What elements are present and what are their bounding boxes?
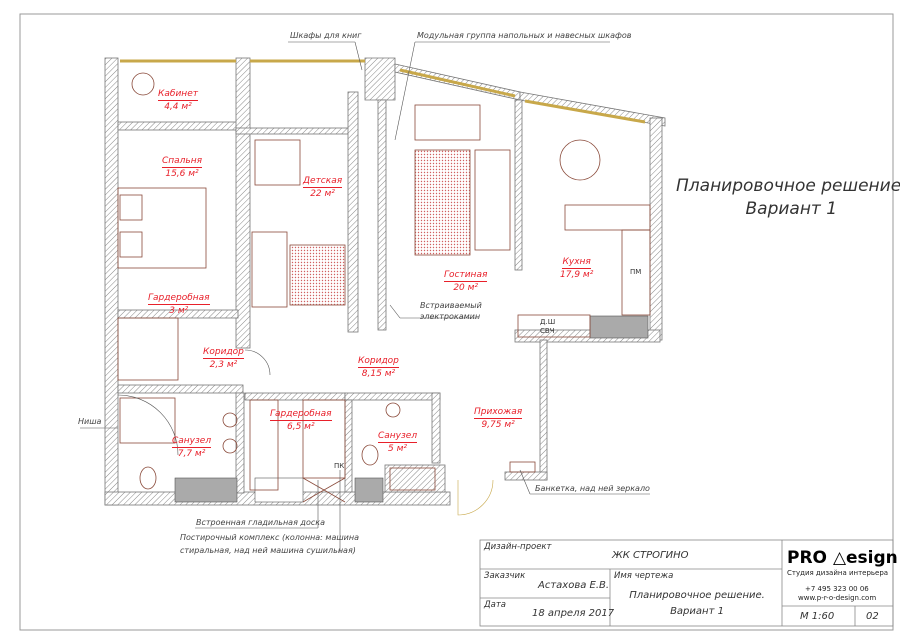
client-value: Астахова Е.В. [538, 580, 610, 591]
client-label: Заказчик [484, 571, 526, 581]
delta-icon: △ [832, 548, 847, 568]
project-label: Дизайн-проект [484, 542, 552, 552]
windows [120, 59, 646, 124]
studio-phone: +7 495 323 00 06 [805, 585, 869, 593]
project-value: ЖК СТРОГИНО [612, 550, 689, 561]
drawing-name-value: Планировочное решение.Вариант 1 [629, 590, 765, 617]
studio-tagline: Студия дизайна интерьера [787, 569, 889, 577]
note-bench: Банкетка, над ней зеркало [535, 484, 650, 493]
studio-logo: PRO △esign [787, 548, 898, 568]
note-ironing-board: Встроенная гладильная доска [196, 518, 325, 527]
date-label: Дата [484, 600, 507, 610]
studio-website: www.p-r-o-design.com [798, 594, 877, 602]
leader-lines [80, 41, 650, 553]
sheet-number: 02 [866, 611, 879, 622]
note-niche: Ниша [78, 417, 102, 426]
date-value: 18 апреля 2017 [532, 608, 615, 619]
sheet-frame [19, 13, 894, 631]
doors [117, 349, 494, 516]
label-pm: ПМ [630, 268, 642, 276]
note-modular-cabinets: Модульная группа напольных и навесных шк… [417, 31, 632, 40]
note-bookshelves: Шкафы для книг [290, 31, 362, 40]
title-block-grid [479, 539, 894, 627]
label-pk: ПК [334, 462, 345, 470]
scale: М 1:60 [800, 611, 835, 622]
furniture [117, 72, 651, 503]
drawing-title: Планировочное решение.Вариант 1 [676, 176, 900, 219]
shafts [174, 315, 649, 503]
drawing-name-label: Имя чертежа [614, 571, 674, 581]
